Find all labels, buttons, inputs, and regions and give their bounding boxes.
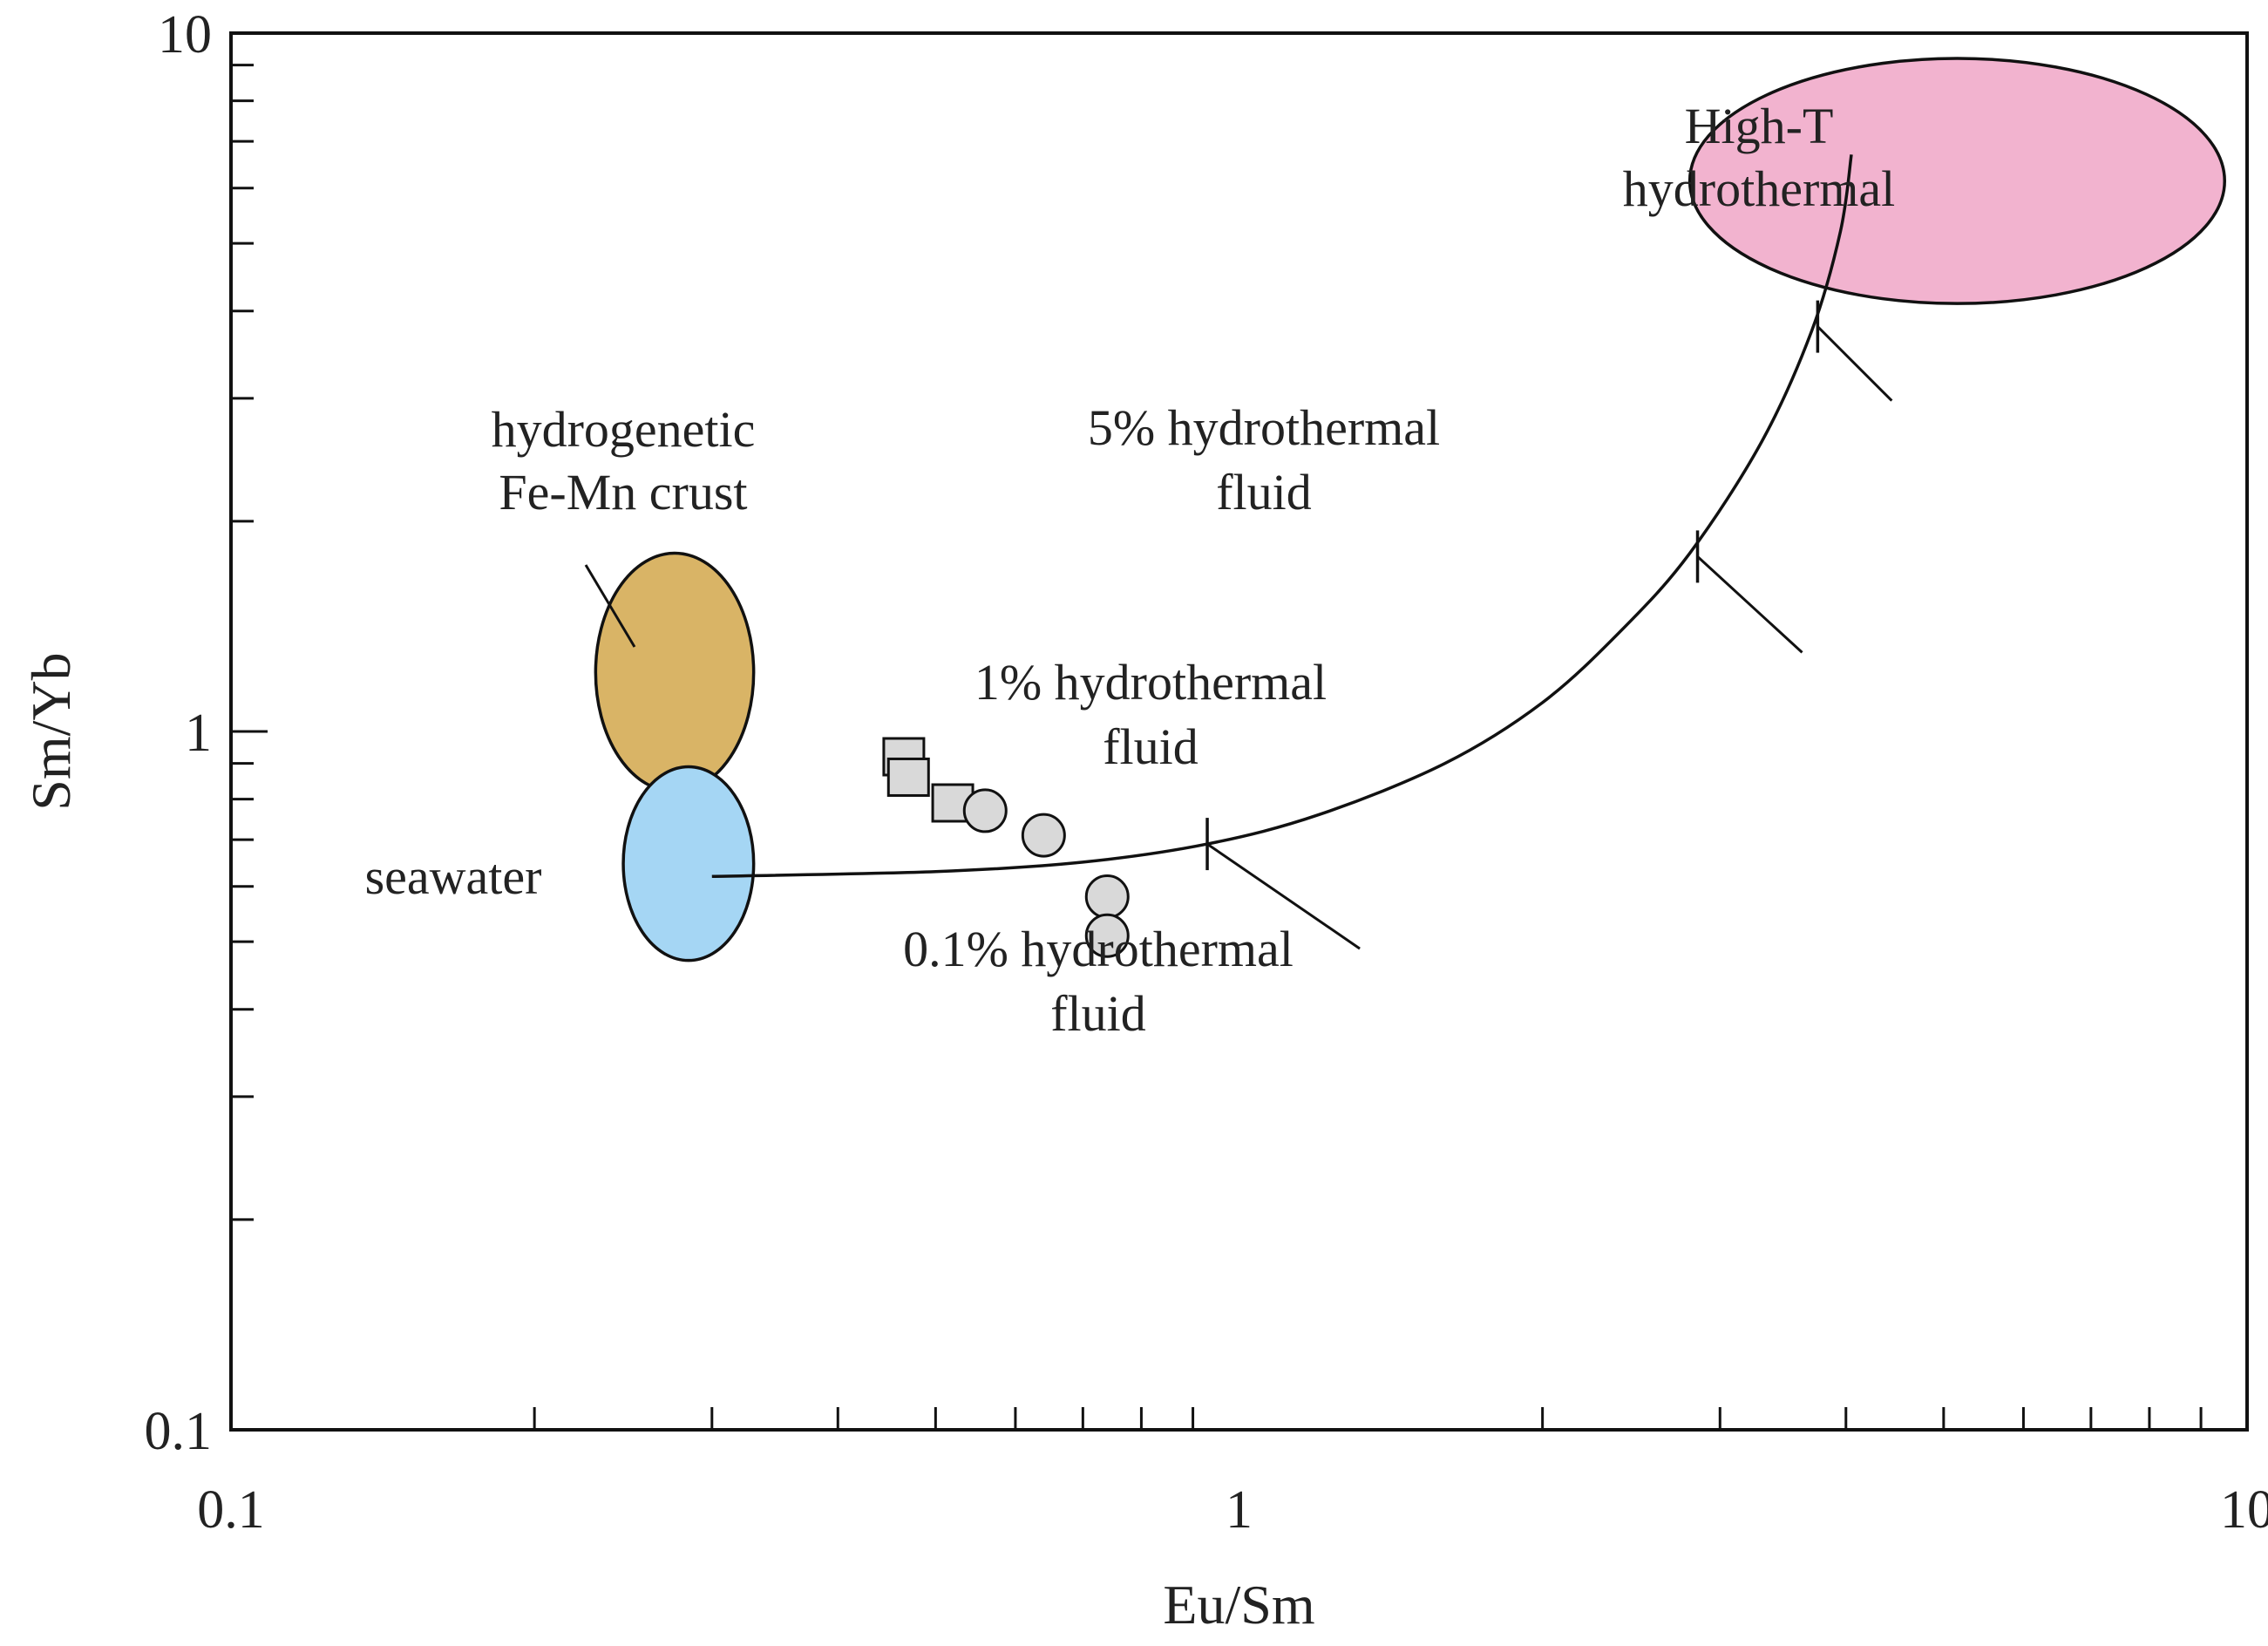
field-leader-line	[584, 564, 636, 648]
field-label: High-T	[1685, 98, 1834, 154]
annotations-layer: 0.1% hydrothermal fluid 1% hydrothermal flu…	[365, 98, 1896, 1042]
marker-leader-line	[1816, 325, 1893, 402]
x-axis-title: Eu/Sm	[1163, 1574, 1314, 1636]
x-tick-label: 1	[1226, 1480, 1253, 1540]
circle-point	[1084, 913, 1130, 958]
fields-layer	[594, 57, 2226, 962]
circle-point	[1084, 874, 1130, 919]
field-label: seawater	[365, 848, 542, 905]
x-tick-label: 10	[2220, 1480, 2268, 1540]
circle-point	[1021, 813, 1066, 858]
marker-label: fluid	[1103, 718, 1199, 775]
tick-labels-layer: 0.1 1 10 0.1 1 10	[145, 5, 2268, 1540]
marker-label: 1% hydrothermal	[974, 654, 1327, 711]
marker-label: fluid	[1216, 464, 1312, 520]
field-ellipse	[594, 551, 756, 793]
marker-leader-line	[1206, 842, 1361, 950]
marker-label: fluid	[1050, 985, 1146, 1042]
ticks-layer	[231, 31, 2203, 1432]
field-label: hydrothermal	[1623, 160, 1895, 217]
field-ellipse	[621, 765, 756, 962]
y-axis-title: Sm/Yb	[20, 652, 82, 810]
field-label: hydrogenetic	[492, 401, 756, 458]
mixing-curve-layer	[711, 154, 1853, 879]
circle-point	[962, 788, 1008, 833]
y-tick-label: 1	[185, 704, 212, 763]
mixing-curve	[711, 154, 1853, 879]
field-label: Fe-Mn crust	[499, 464, 747, 520]
field-ellipse	[1687, 57, 2226, 305]
data-points-layer	[882, 737, 1130, 958]
y-tick-label: 0.1	[145, 1402, 213, 1461]
marker-label: 0.1% hydrothermal	[903, 921, 1294, 977]
x-tick-label: 0.1	[197, 1480, 265, 1540]
square-point	[886, 757, 930, 797]
marker-leader-line	[1696, 555, 1803, 654]
y-tick-label: 10	[158, 5, 212, 65]
marker-label: 5% hydrothermal	[1088, 399, 1440, 456]
